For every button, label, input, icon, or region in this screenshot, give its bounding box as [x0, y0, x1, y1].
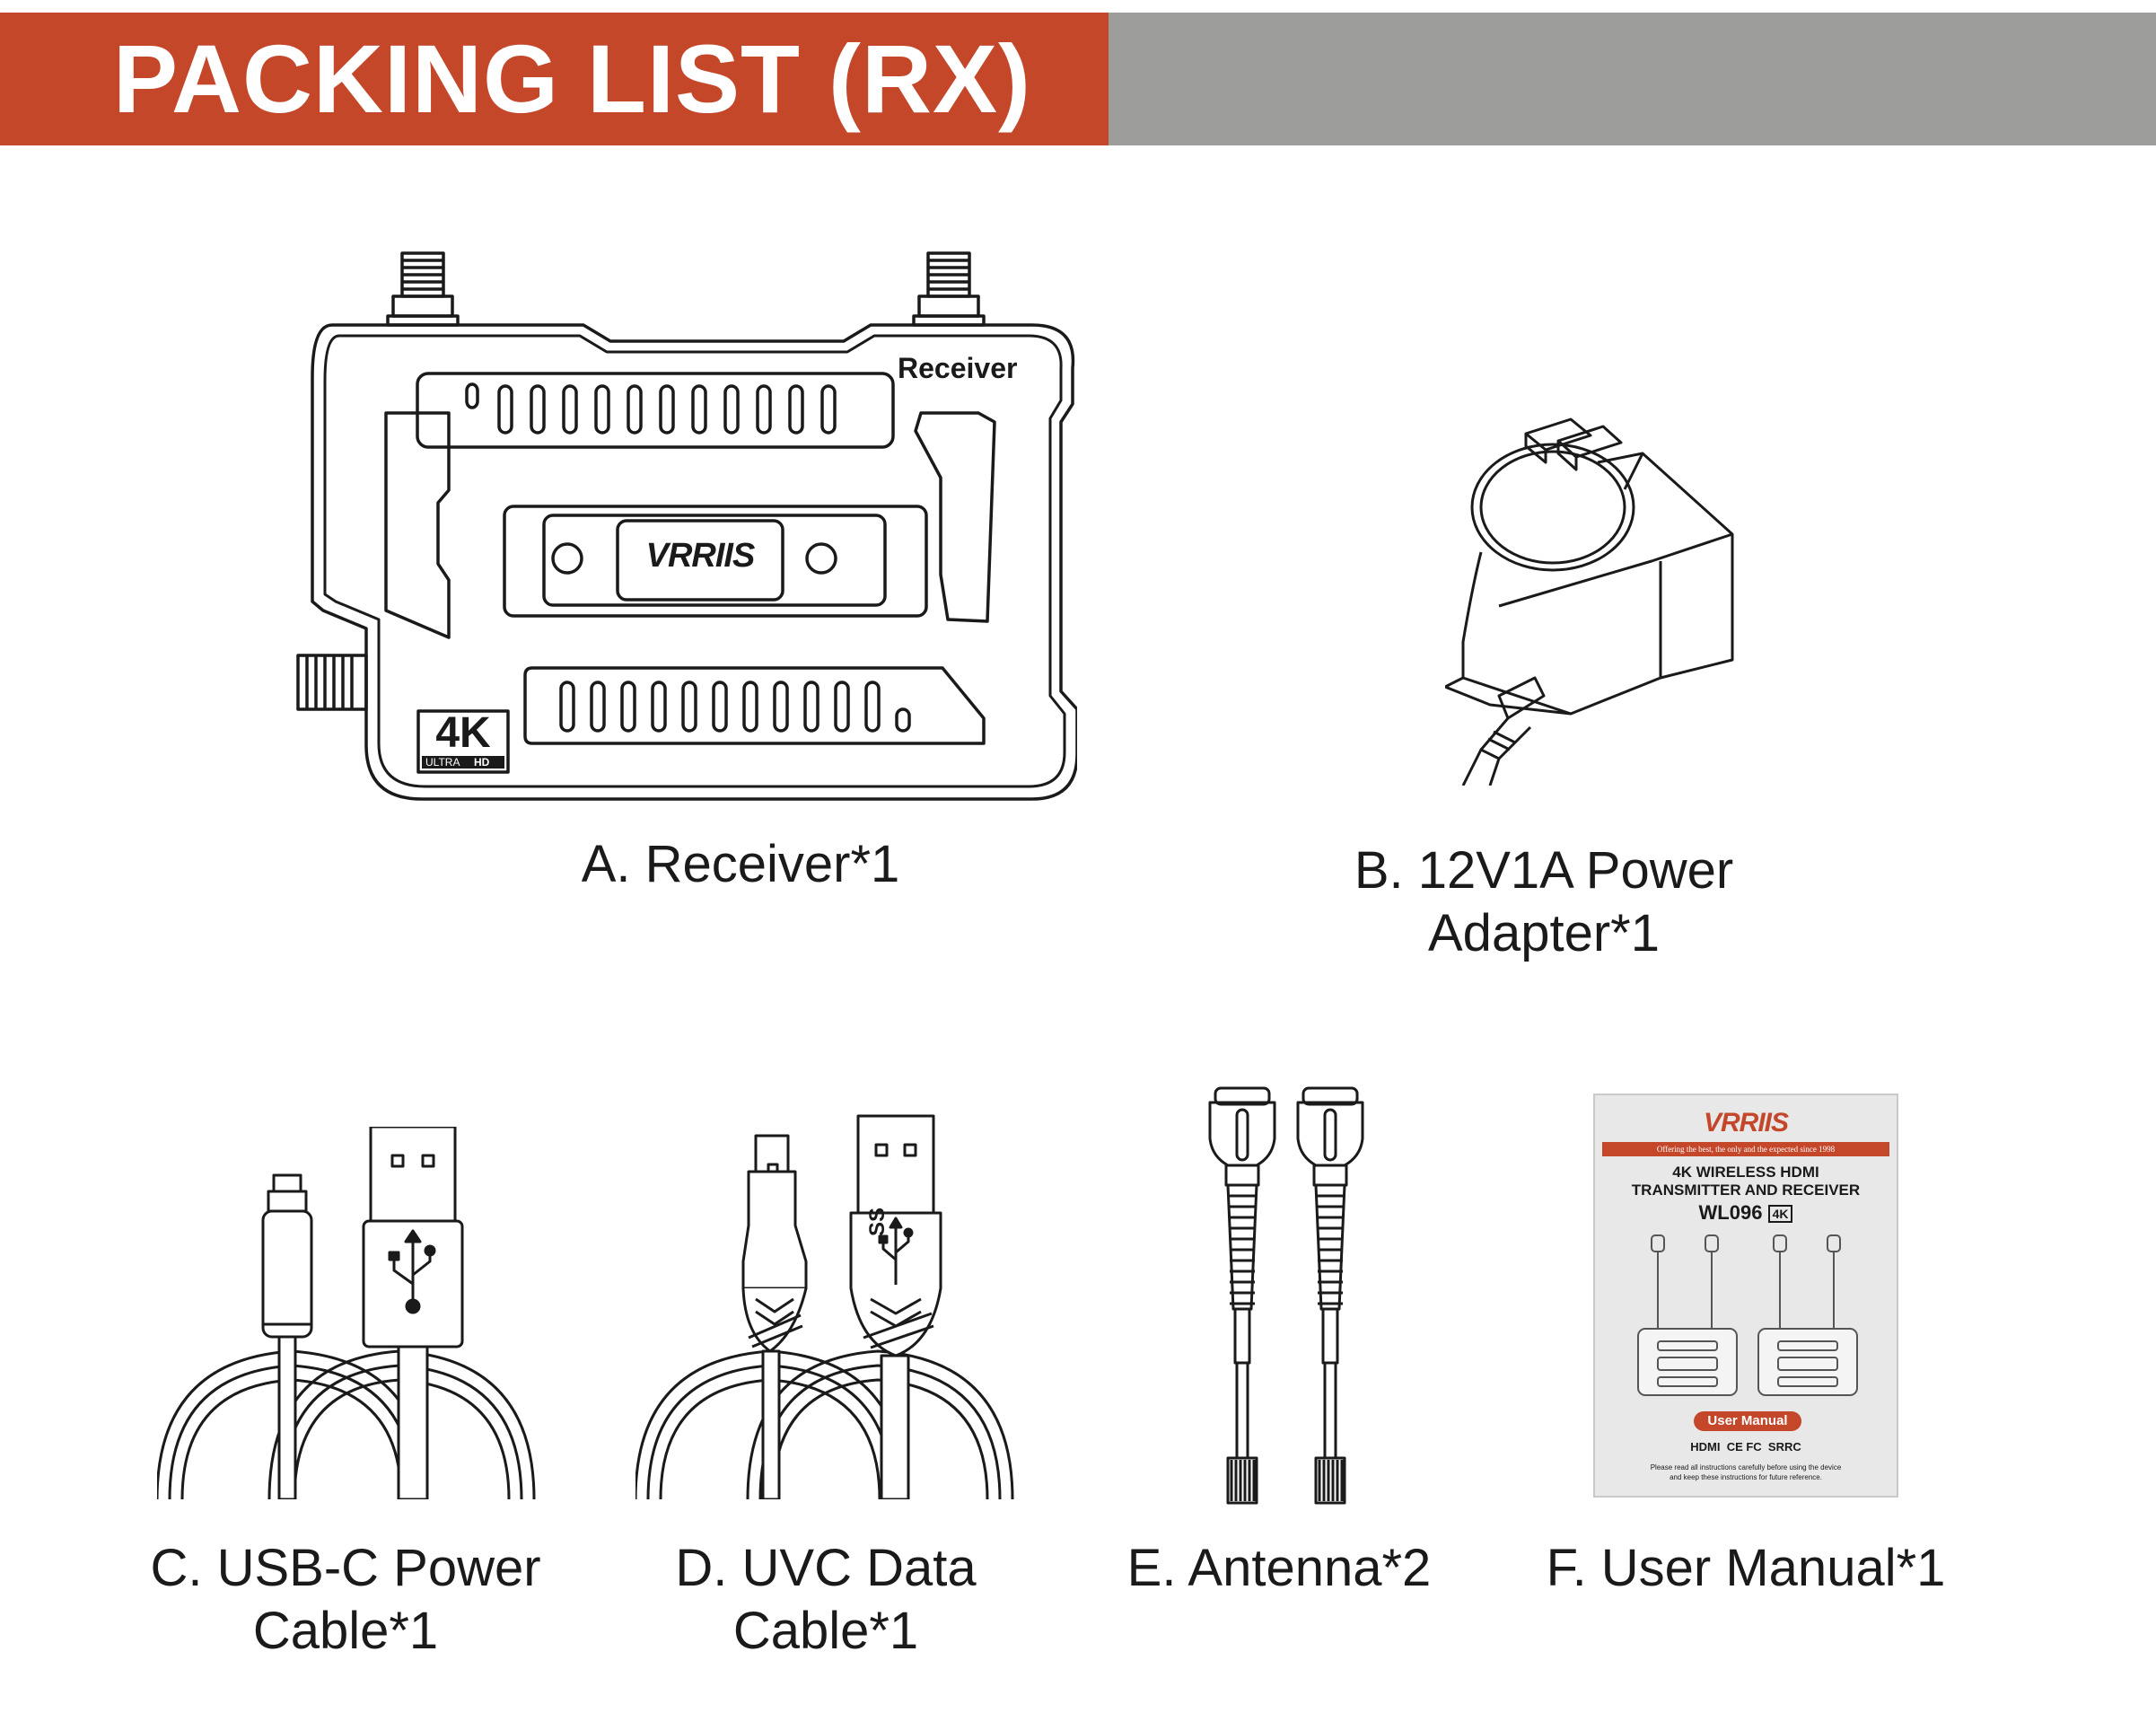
vent-slot [742, 681, 758, 733]
4k-badge-hd: HD [474, 756, 490, 769]
manual-note-line2: and keep these instructions for future r… [1670, 1473, 1822, 1481]
manual-4k-badge: 4K [1767, 1205, 1793, 1224]
ss-mark: SS [865, 1207, 890, 1236]
vent-slot [465, 382, 479, 409]
vent-slots-bottom [559, 681, 911, 733]
vent-slot [864, 681, 881, 733]
sma-connector-icon [912, 251, 986, 327]
manual-tagline: Offering the best, the only and the expe… [1602, 1142, 1889, 1156]
caption-usb-c-cable: C. USB-C Power Cable*1 [126, 1537, 565, 1663]
caption-line: E. Antenna*2 [1126, 1539, 1432, 1597]
caption-line: Cable*1 [732, 1602, 919, 1660]
brand-logo: VRRIIS [645, 537, 756, 575]
usb-c-cable-illustration [157, 1127, 539, 1499]
vent-slot [559, 681, 575, 733]
vent-slot [562, 384, 578, 435]
manual-certifications: HDMI CE FC SRRC [1690, 1440, 1801, 1454]
vent-slot [820, 384, 837, 435]
antenna-illustration [1203, 1085, 1373, 1507]
header-accent-bar [0, 13, 1109, 145]
vent-slot [627, 384, 643, 435]
manual-brand: VRRIIS [1703, 1108, 1789, 1138]
vent-slot [620, 681, 636, 733]
receiver-illustration: Receiver VRRIIS 4K ULTRA HD [287, 242, 1077, 808]
caption-receiver: A. Receiver*1 [485, 833, 996, 896]
receiver-label: Receiver [898, 352, 1018, 384]
4k-badge-text: 4K [435, 709, 491, 757]
caption-antenna: E. Antenna*2 [1077, 1537, 1481, 1600]
vent-slot [590, 681, 606, 733]
caption-line: F. User Manual*1 [1546, 1539, 1946, 1597]
page-title: PACKING LIST (RX) [113, 24, 1031, 133]
power-adapter-illustration [1445, 408, 1750, 786]
caption-line: Cable*1 [252, 1602, 439, 1660]
vent-slot [651, 681, 667, 733]
vent-slot [895, 707, 911, 733]
header-gray-bar [1109, 13, 2156, 145]
vent-slot [834, 681, 850, 733]
user-manual-illustration: VRRIIS Offering the best, the only and t… [1593, 1094, 1898, 1498]
4k-badge-ultra: ULTRA [425, 756, 460, 769]
caption-line: D. UVC Data [675, 1539, 977, 1597]
vent-slot [659, 384, 675, 435]
vent-slot [530, 384, 546, 435]
manual-title-line1: 4K WIRELESS HDMI [1672, 1164, 1819, 1181]
vent-slot [803, 681, 819, 733]
manual-model: WL096 4K [1595, 1201, 1897, 1225]
antenna-base [1314, 1456, 1346, 1505]
vent-slot [681, 681, 697, 733]
caption-line: A. Receiver*1 [581, 835, 900, 893]
caption-user-manual: F. User Manual*1 [1508, 1537, 1984, 1600]
vent-slots-top [465, 382, 837, 435]
manual-note-line1: Please read all instructions carefully b… [1650, 1463, 1842, 1471]
vent-slot [788, 384, 804, 435]
caption-line: B. 12V1A Power [1354, 841, 1734, 900]
manual-cover-illustration [1637, 1234, 1858, 1396]
page-header: PACKING LIST (RX) [0, 13, 2156, 145]
vent-slot [756, 384, 772, 435]
caption-line: C. USB-C Power [150, 1539, 541, 1597]
usb-superspeed-icon [878, 1217, 914, 1285]
caption-line: Adapter*1 [1428, 904, 1660, 962]
vent-slot [773, 681, 789, 733]
vent-slot [723, 384, 740, 435]
manual-model-text: WL096 [1698, 1201, 1763, 1224]
sma-connector-icon [386, 251, 460, 327]
antenna-base [1226, 1456, 1258, 1505]
caption-power-adapter: B. 12V1A Power Adapter*1 [1310, 839, 1777, 965]
side-connector-icon [296, 654, 368, 711]
vent-slot [497, 384, 513, 435]
vent-slot [712, 681, 728, 733]
vent-slot [594, 384, 610, 435]
manual-title-line2: TRANSMITTER AND RECEIVER [1631, 1182, 1861, 1199]
manual-banner: User Manual [1694, 1411, 1801, 1431]
uvc-data-cable-illustration: SS [635, 1109, 1017, 1499]
caption-uvc-cable: D. UVC Data Cable*1 [601, 1537, 1050, 1663]
usb-icon [388, 1229, 436, 1314]
vent-slot [691, 384, 707, 435]
